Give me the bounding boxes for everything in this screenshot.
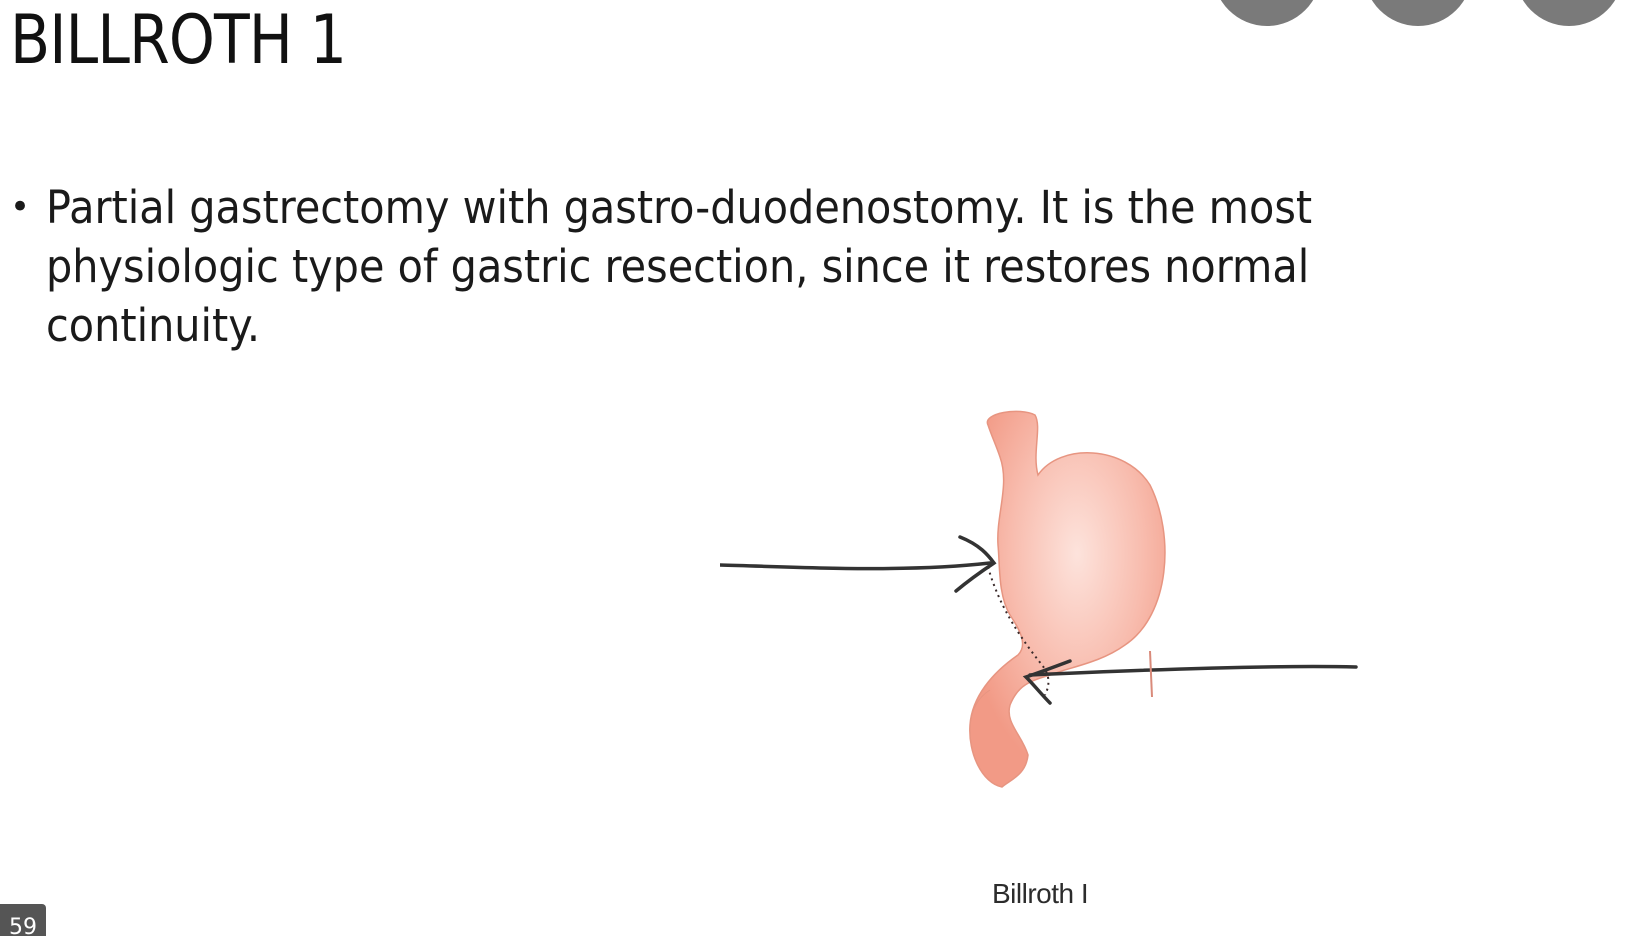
page-number: 59	[0, 904, 46, 936]
bullet-text: Partial gastrectomy with gastro-duodenos…	[46, 181, 1313, 352]
nav-control-3[interactable]	[1515, 0, 1623, 26]
left-arrow-icon	[718, 535, 997, 593]
stomach-shape	[969, 410, 1166, 788]
right-arrow-icon	[1022, 650, 1358, 705]
bullet-dot: •	[10, 187, 31, 227]
bullet-item: • Partial gastrectomy with gastro-duoden…	[10, 178, 1470, 355]
nav-control-2[interactable]	[1364, 0, 1472, 26]
nav-control-1[interactable]	[1213, 0, 1321, 26]
stomach-illustration	[718, 410, 1358, 788]
billroth-diagram	[718, 405, 1400, 825]
suture-line	[987, 566, 1050, 696]
figure-caption: Billroth I	[992, 878, 1089, 909]
slide-title: BILLROTH 1	[10, 1, 347, 80]
